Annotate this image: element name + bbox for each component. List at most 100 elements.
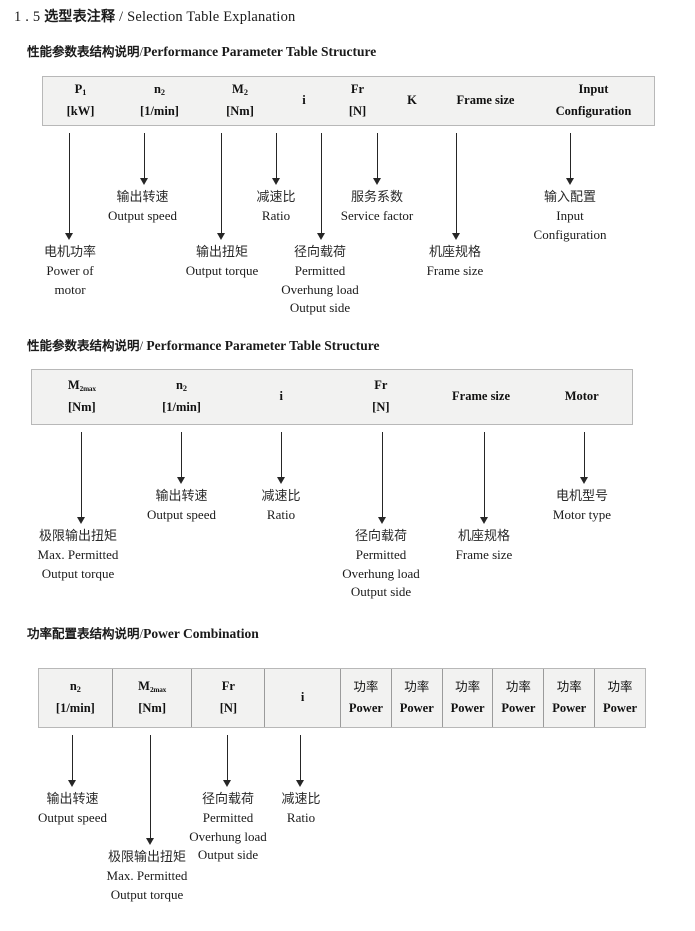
table1-col-p1-line1: P1 <box>74 82 87 97</box>
note-max-output-torque-2-cn: 极限输出扭矩 <box>38 529 117 544</box>
note-ratio-1-en1: Ratio <box>261 208 291 224</box>
table3-col-power-4: 功率 Power <box>492 669 543 727</box>
section-2-heading-sep: / <box>139 338 144 353</box>
note-ratio-2: 减速比 Ratio <box>249 488 313 525</box>
table3-col-power-5-line2: Power <box>552 701 587 715</box>
note-max-output-torque-2-en1: Max. Permitted <box>37 547 119 563</box>
table1-col-frame-size-line1: Frame size <box>456 93 515 108</box>
table2-col-fr-line1: Fr <box>374 378 388 393</box>
note-overhung-load-2-en2: Overhung load <box>342 565 420 581</box>
table1-col-m2-line2: [Nm] <box>226 104 254 118</box>
note-output-speed-2-cn: 输出转速 <box>155 489 208 504</box>
note-max-output-torque-3-en2: Output torque <box>110 886 184 902</box>
table2-col-n2-line1: n2 <box>175 378 188 393</box>
title-number: 1 . 5 <box>14 9 41 25</box>
note-max-output-torque-2-en2: Output torque <box>41 565 115 581</box>
table1-col-k-line1: K <box>407 93 417 108</box>
note-overhung-load-1-en1: Permitted <box>294 263 346 279</box>
note-frame-size-2: 机座规格 Frame size <box>442 528 526 565</box>
table2-col-i: i <box>231 370 331 424</box>
note-max-output-torque-3: 极限输出扭矩 Max. Permitted Output torque <box>86 849 208 904</box>
table3-col-i: i <box>264 669 340 727</box>
note-power-of-motor-en1: Power of <box>46 263 94 279</box>
note-output-torque: 输出扭矩 Output torque <box>178 244 266 281</box>
arrow-down-icon-max-output-torque-3 <box>146 735 155 845</box>
table3-col-power-1-line1: 功率 <box>353 679 379 695</box>
table2-col-n2-line2: [1/min] <box>162 400 201 414</box>
note-input-configuration-en1: Input <box>556 208 584 224</box>
table3-col-power-1-line2: Power <box>348 701 383 715</box>
note-output-speed-3-en1: Output speed <box>38 810 107 826</box>
note-overhung-load-1: 径向载荷 Permitted Overhung load Output side <box>273 244 367 318</box>
table1-col-n2-line2: [1/min] <box>140 104 179 118</box>
arrow-down-icon-overhung-load-3 <box>223 735 232 787</box>
note-output-speed-3: 输出转速 Output speed <box>30 791 115 828</box>
section-3-heading: 功率配置表结构说明/Power Combination <box>27 623 259 642</box>
table1-col-frame-size: Frame size <box>438 77 533 125</box>
note-overhung-load-2-en1: Permitted <box>355 547 407 563</box>
table3-col-power-4-line2: Power <box>501 701 536 715</box>
note-ratio-2-en1: Ratio <box>266 507 296 523</box>
note-input-configuration-cn: 输入配置 <box>543 190 596 205</box>
section-1-heading: 性能参数表结构说明/Performance Parameter Table St… <box>27 41 376 60</box>
arrow-down-icon-motor-type <box>580 432 589 484</box>
section-3-heading-cn: 功率配置表结构说明 <box>27 626 140 641</box>
arrow-down-icon-output-torque <box>217 133 226 240</box>
note-output-torque-cn: 输出扭矩 <box>195 245 248 260</box>
note-max-output-torque-3-cn: 极限输出扭矩 <box>107 850 186 865</box>
note-output-speed-1-cn: 输出转速 <box>116 190 169 205</box>
arrow-down-icon-power-of-motor <box>65 133 74 240</box>
title-chinese: 选型表注释 <box>44 9 116 25</box>
table1-col-input-configuration: Input Configuration <box>533 77 654 125</box>
arrow-down-icon-output-speed-3 <box>68 735 77 787</box>
table3-col-power-2: 功率 Power <box>390 669 442 727</box>
note-output-speed-1: 输出转速 Output speed <box>100 189 185 226</box>
table3-col-power-3-line1: 功率 <box>455 679 481 695</box>
table1-col-p1-line2: [kW] <box>66 104 95 118</box>
section-1-heading-cn: 性能参数表结构说明 <box>27 44 140 59</box>
page-title: 1 . 5 选型表注释 / Selection Table Explanatio… <box>14 6 296 26</box>
note-overhung-load-3-en2: Overhung load <box>189 828 267 844</box>
note-ratio-3-cn: 减速比 <box>281 792 321 807</box>
table2-col-m2max-line2: [Nm] <box>67 400 96 414</box>
arrow-down-icon-overhung-load <box>317 133 326 240</box>
table2-col-m2max-line1: M2max <box>67 378 96 393</box>
note-frame-size-1-cn: 机座规格 <box>428 245 481 260</box>
note-input-configuration-en2: Configuration <box>533 226 607 242</box>
note-frame-size-1-en1: Frame size <box>426 263 484 279</box>
note-output-speed-2-en1: Output speed <box>147 507 216 523</box>
table3-col-m2max-line2: [Nm] <box>138 701 166 715</box>
arrow-down-icon-output-speed-2 <box>177 432 186 484</box>
table1-col-n2: n2 [1/min] <box>118 77 201 125</box>
table2-col-motor-line1: Motor <box>564 389 599 404</box>
table3-col-power-5-line1: 功率 <box>556 679 582 695</box>
note-frame-size-2-en1: Frame size <box>455 547 513 563</box>
arrow-down-icon-ratio-2 <box>277 432 286 484</box>
note-service-factor-en1: Service factor <box>340 208 414 224</box>
arrow-down-icon-ratio-3 <box>296 735 305 787</box>
note-overhung-load-3-cn: 径向载荷 <box>201 792 254 807</box>
title-english: Selection Table Explanation <box>127 9 296 25</box>
performance-parameter-table-1: P1 [kW] n2 [1/min] M2 [Nm] i Fr [N] K Fr… <box>42 76 655 126</box>
table3-col-power-3: 功率 Power <box>441 669 493 727</box>
note-ratio-3-en1: Ratio <box>286 810 316 826</box>
arrow-down-icon-ratio <box>272 133 281 185</box>
section-2-heading-cn: 性能参数表结构说明 <box>27 338 140 353</box>
table3-col-n2-line1: n2 <box>69 679 81 694</box>
table1-col-fr-line2: [N] <box>348 104 367 118</box>
note-ratio-1-cn: 减速比 <box>256 190 296 205</box>
note-power-of-motor-en2: motor <box>54 281 86 297</box>
table1-col-fr-line1: Fr <box>350 82 365 97</box>
section-1-heading-en: Performance Parameter Table Structure <box>143 44 377 59</box>
table3-col-m2max: M2max [Nm] <box>111 669 192 727</box>
arrow-down-icon-service-factor <box>373 133 382 185</box>
table3-col-i-line1: i <box>300 690 305 705</box>
note-input-configuration: 输入配置 Input Configuration <box>518 189 622 244</box>
table2-col-n2: n2 [1/min] <box>132 370 232 424</box>
table3-col-power-5: 功率 Power <box>543 669 594 727</box>
note-motor-type-cn: 电机型号 <box>555 489 608 504</box>
table3-col-fr-line2: [N] <box>219 701 238 715</box>
note-overhung-load-2-en3: Output side <box>350 584 412 600</box>
table1-col-fr: Fr [N] <box>329 77 386 125</box>
